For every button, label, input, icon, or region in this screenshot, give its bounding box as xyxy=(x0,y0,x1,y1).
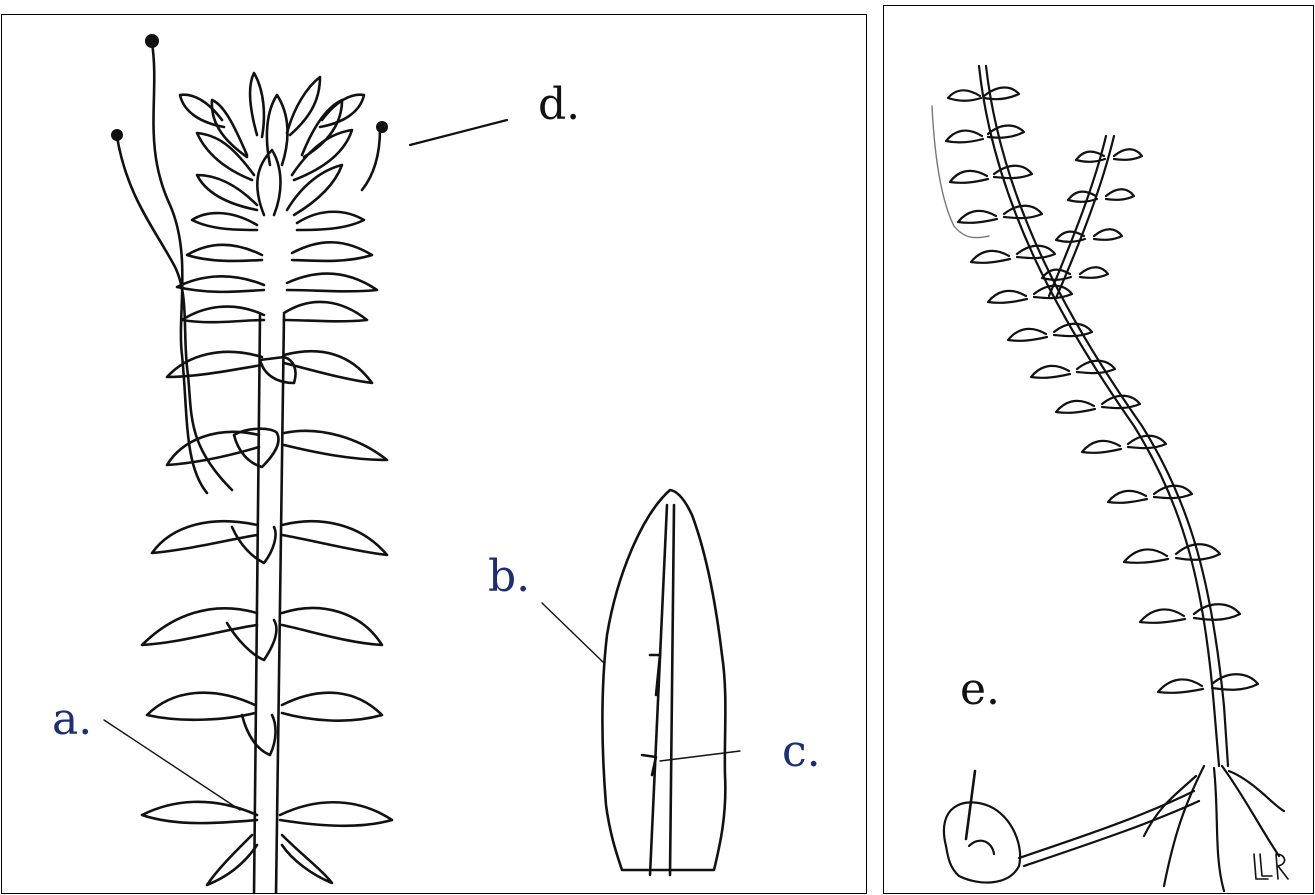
rhizoids xyxy=(1144,766,1284,891)
capsule-1 xyxy=(145,34,159,48)
seta-2 xyxy=(117,137,232,490)
moss-shoot-drawing xyxy=(2,15,867,894)
tuber xyxy=(944,802,1020,882)
leaf-midrib xyxy=(650,505,674,875)
leaf-detail xyxy=(602,490,725,875)
leader-e xyxy=(966,771,975,839)
label-a: a. xyxy=(52,698,92,742)
seta-3 xyxy=(362,129,380,190)
main-branch xyxy=(979,66,1219,766)
leaf-whorls xyxy=(142,73,392,885)
seta-1 xyxy=(152,43,207,493)
left-panel: d. b. c. a. xyxy=(1,14,867,894)
leader-d xyxy=(410,120,507,145)
leader-b xyxy=(542,603,604,663)
capsule-3 xyxy=(376,121,388,133)
right-panel: e. xyxy=(883,5,1314,894)
label-b: b. xyxy=(488,555,530,599)
capsule-2 xyxy=(111,129,123,141)
signature-mark xyxy=(1254,854,1288,879)
leader-a xyxy=(104,720,240,810)
label-c: c. xyxy=(782,730,821,774)
label-d: d. xyxy=(538,83,580,127)
leaves-secondary xyxy=(1042,149,1142,280)
stem xyxy=(254,315,284,894)
moss-plant-drawing xyxy=(884,6,1314,894)
label-e: e. xyxy=(960,668,1000,712)
